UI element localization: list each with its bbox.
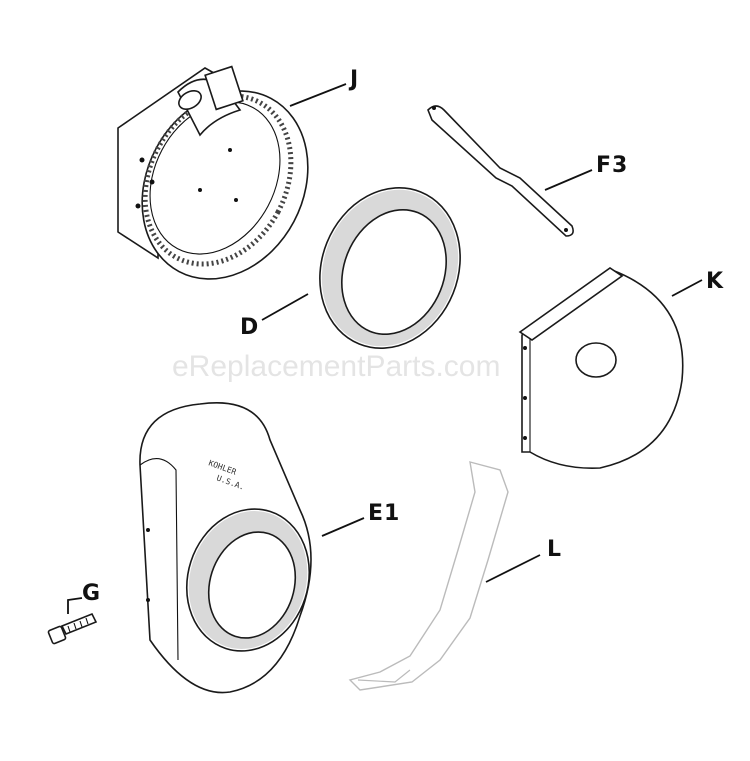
callout-k: K <box>706 269 724 294</box>
part-l-bracket <box>348 461 509 691</box>
leader-g <box>67 597 83 614</box>
callout-f3: F3 <box>596 153 628 178</box>
leader-j <box>289 83 347 107</box>
part-k-baffle <box>518 267 684 469</box>
part-d-ring <box>319 187 461 349</box>
part-g-screw <box>47 612 98 645</box>
callout-d: D <box>240 315 259 340</box>
leader-k <box>671 279 703 297</box>
leader-d <box>261 293 309 321</box>
callout-e1: E1 <box>368 501 400 526</box>
callout-g: G <box>82 581 101 606</box>
callout-j: J <box>348 67 359 92</box>
part-f3-strap <box>427 105 574 237</box>
leader-l <box>485 554 541 583</box>
part-e1-housing-cover: KOHLER U.S.A. <box>139 402 312 694</box>
leader-f3 <box>544 169 593 191</box>
callout-l: L <box>547 537 562 562</box>
part-j-blower-housing <box>117 65 309 280</box>
watermark-text: eReplacementParts.com <box>172 350 500 383</box>
leader-e1 <box>321 517 365 537</box>
leader-lines <box>67 83 703 614</box>
